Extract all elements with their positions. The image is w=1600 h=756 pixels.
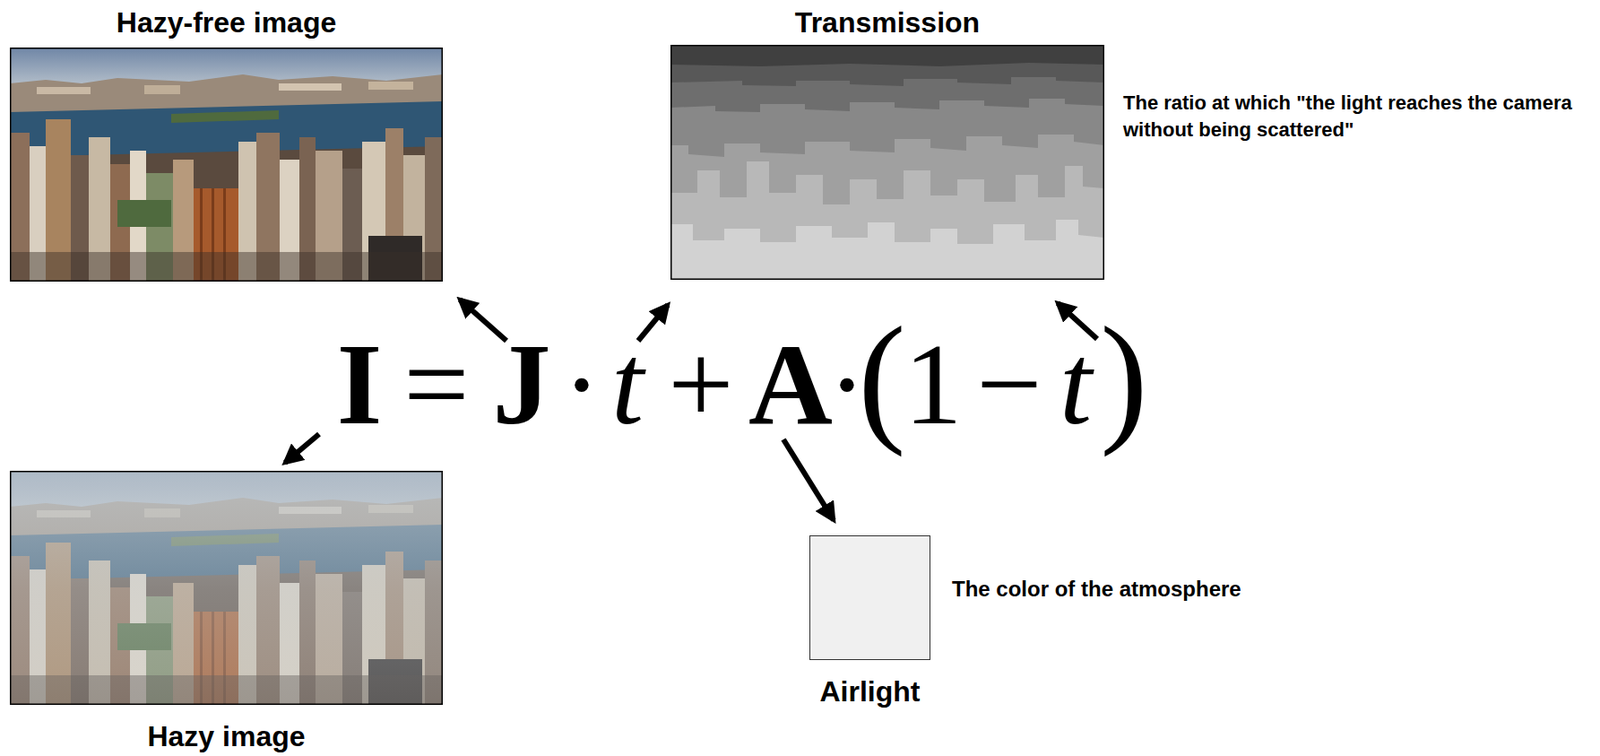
airlight-swatch: AirlightThe color of the atmosphere — [809, 535, 931, 660]
equation-symbol: t — [1059, 325, 1092, 442]
transmission-map — [670, 44, 1105, 280]
pointer-arrow — [285, 433, 320, 463]
equation-symbol: + — [667, 325, 734, 442]
equation-symbol: ) — [1099, 305, 1148, 450]
pointer-arrow — [783, 439, 834, 520]
equation-symbol: − — [976, 325, 1042, 442]
image-panel: TransmissionThe ratio at which "the ligh… — [670, 44, 1105, 280]
equation-symbol: I — [337, 325, 383, 442]
panel-title: Airlight — [756, 674, 984, 709]
equation-symbol: t — [611, 325, 644, 442]
description-text: The ratio at which "the light reaches th… — [1123, 89, 1593, 144]
hazy-free-photo — [9, 47, 443, 282]
image-panel: Hazy-free image — [9, 47, 443, 282]
panel-title: Hazy-free image — [0, 5, 497, 40]
panel-title: Transmission — [616, 5, 1159, 40]
equation-symbol: · — [562, 325, 601, 442]
equation-symbol: 1 — [904, 325, 963, 442]
equation-symbol: A — [748, 325, 833, 442]
arrow-group — [285, 299, 1098, 520]
panel-title: Hazy image — [0, 718, 497, 753]
hazy-photo — [9, 470, 443, 705]
image-panel: Hazy image — [9, 470, 443, 705]
equation-symbol: = — [403, 325, 469, 442]
equation-symbol: J — [492, 325, 552, 442]
description-text: The color of the atmosphere — [951, 575, 1242, 603]
equation-symbol: ( — [857, 305, 906, 450]
